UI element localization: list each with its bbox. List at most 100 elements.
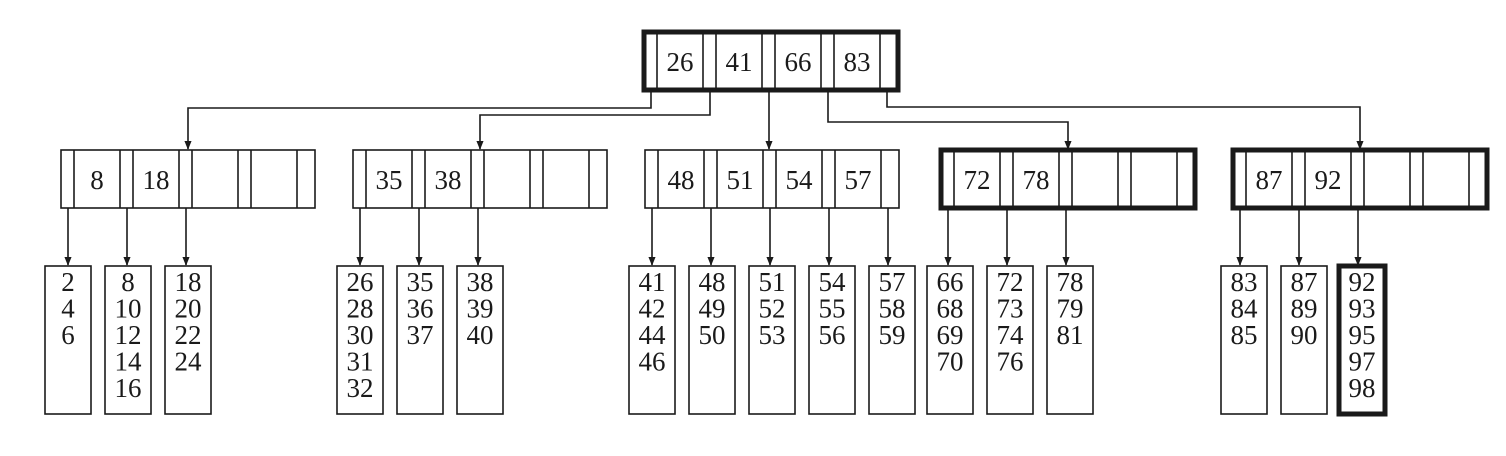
- internal-node-3-key: 57: [845, 165, 872, 195]
- leaf-node-17-key: 93: [1349, 294, 1376, 324]
- leaf-node-17-key: 95: [1349, 320, 1376, 350]
- internal-node-4-key: 72: [964, 165, 991, 195]
- leaf-node-4-key: 28: [347, 294, 374, 324]
- leaf-node-13-key: 72: [997, 267, 1024, 297]
- leaf-node-7-key: 42: [639, 294, 666, 324]
- root-node-key: 41: [726, 47, 753, 77]
- leaf-node-5-frame: [396, 265, 444, 415]
- leaf-node-8-key: 48: [699, 267, 726, 297]
- leaf-node-17-key: 97: [1349, 347, 1376, 377]
- leaf-node-5-key: 36: [407, 294, 434, 324]
- internal-node-5-key: 87: [1256, 165, 1283, 195]
- leaf-node-12-key: 68: [937, 294, 964, 324]
- leaf-node-1: 246: [44, 265, 92, 415]
- leaf-node-17-frame: [1336, 263, 1388, 417]
- leaf-node-8-frame: [688, 265, 736, 415]
- leaf-node-10-key: 55: [819, 294, 846, 324]
- leaf-node-14-key: 81: [1057, 320, 1084, 350]
- leaf-node-12-key: 66: [937, 267, 964, 297]
- leaf-node-15-frame: [1220, 265, 1268, 415]
- leaf-node-1-key: 4: [61, 294, 75, 324]
- leaf-node-3-key: 18: [175, 267, 202, 297]
- root-node-key: 66: [785, 47, 812, 77]
- leaf-node-13-key: 73: [997, 294, 1024, 324]
- leaf-node-1-frame: [44, 265, 92, 415]
- leaf-node-6-key: 38: [467, 267, 494, 297]
- leaf-node-13-key: 74: [997, 320, 1025, 350]
- leaf-node-9-key: 52: [759, 294, 786, 324]
- leaf-node-12-key: 70: [937, 347, 964, 377]
- leaf-node-2-frame: [104, 265, 152, 415]
- root-pointer-1: [184, 62, 652, 150]
- leaf-node-16-frame: [1280, 265, 1328, 415]
- leaf-node-6-key: 40: [467, 320, 494, 350]
- leaf-node-3-key: 24: [175, 347, 203, 377]
- leaf-node-7-key: 46: [639, 347, 666, 377]
- leaf-node-14-key: 79: [1057, 294, 1084, 324]
- leaf-node-10-key: 56: [819, 320, 846, 350]
- internal-node-2-key: 38: [435, 165, 462, 195]
- leaf-node-9-key: 53: [759, 320, 786, 350]
- internal-node-1-key: 18: [143, 165, 170, 195]
- internal-node-3-key: 51: [727, 165, 754, 195]
- leaf-node-12-key: 69: [937, 320, 964, 350]
- internal-node-4: 72 78: [938, 147, 1198, 211]
- leaf-node-4-key: 32: [347, 373, 374, 403]
- internal-node-4-key: 78: [1023, 165, 1050, 195]
- leaf-node-11-key: 57: [879, 267, 906, 297]
- leaf-node-11-frame: [868, 265, 916, 415]
- leaf-node-17-key: 92: [1349, 267, 1376, 297]
- leaf-node-2-key: 16: [115, 373, 142, 403]
- leaf-node-16-key: 89: [1291, 294, 1318, 324]
- leaf-node-15-key: 85: [1231, 320, 1258, 350]
- leaf-node-15-key: 83: [1231, 267, 1258, 297]
- internal-node-3-frame: [644, 149, 900, 209]
- internal-node-2-frame: [352, 149, 608, 209]
- leaf-node-1-key: 2: [61, 267, 75, 297]
- leaf-node-7-key: 41: [639, 267, 666, 297]
- leaf-node-10-key: 54: [819, 267, 847, 297]
- leaf-node-2-key: 10: [115, 294, 142, 324]
- leaf-node-3-key: 22: [175, 320, 202, 350]
- root-node-key: 26: [667, 47, 694, 77]
- leaf-node-8-key: 50: [699, 320, 726, 350]
- internal-node-3-key: 54: [786, 165, 814, 195]
- internal-node-5: 87 92: [1230, 147, 1490, 211]
- leaf-node-2-key: 8: [121, 267, 135, 297]
- leaf-node-3-frame: [164, 265, 212, 415]
- internal-node-5-key: 92: [1315, 165, 1342, 195]
- leaf-node-13-frame: [986, 265, 1034, 415]
- internal-node-4-frame: [938, 147, 1198, 211]
- leaf-node-4-key: 26: [347, 267, 374, 297]
- leaf-node-7-frame: [628, 265, 676, 415]
- leaf-node-10-frame: [808, 265, 856, 415]
- leaf-node-14-key: 78: [1057, 267, 1084, 297]
- leaf-node-9-key: 51: [759, 267, 786, 297]
- leaf-node-7-key: 44: [639, 320, 667, 350]
- root-node-frame: [641, 29, 901, 93]
- leaf-node-8-key: 49: [699, 294, 726, 324]
- leaf-node-14-frame: [1046, 265, 1094, 415]
- leaf-node-4-frame: [336, 265, 384, 415]
- leaf-node-2-key: 12: [115, 320, 142, 350]
- leaf-node-3-key: 20: [175, 294, 202, 324]
